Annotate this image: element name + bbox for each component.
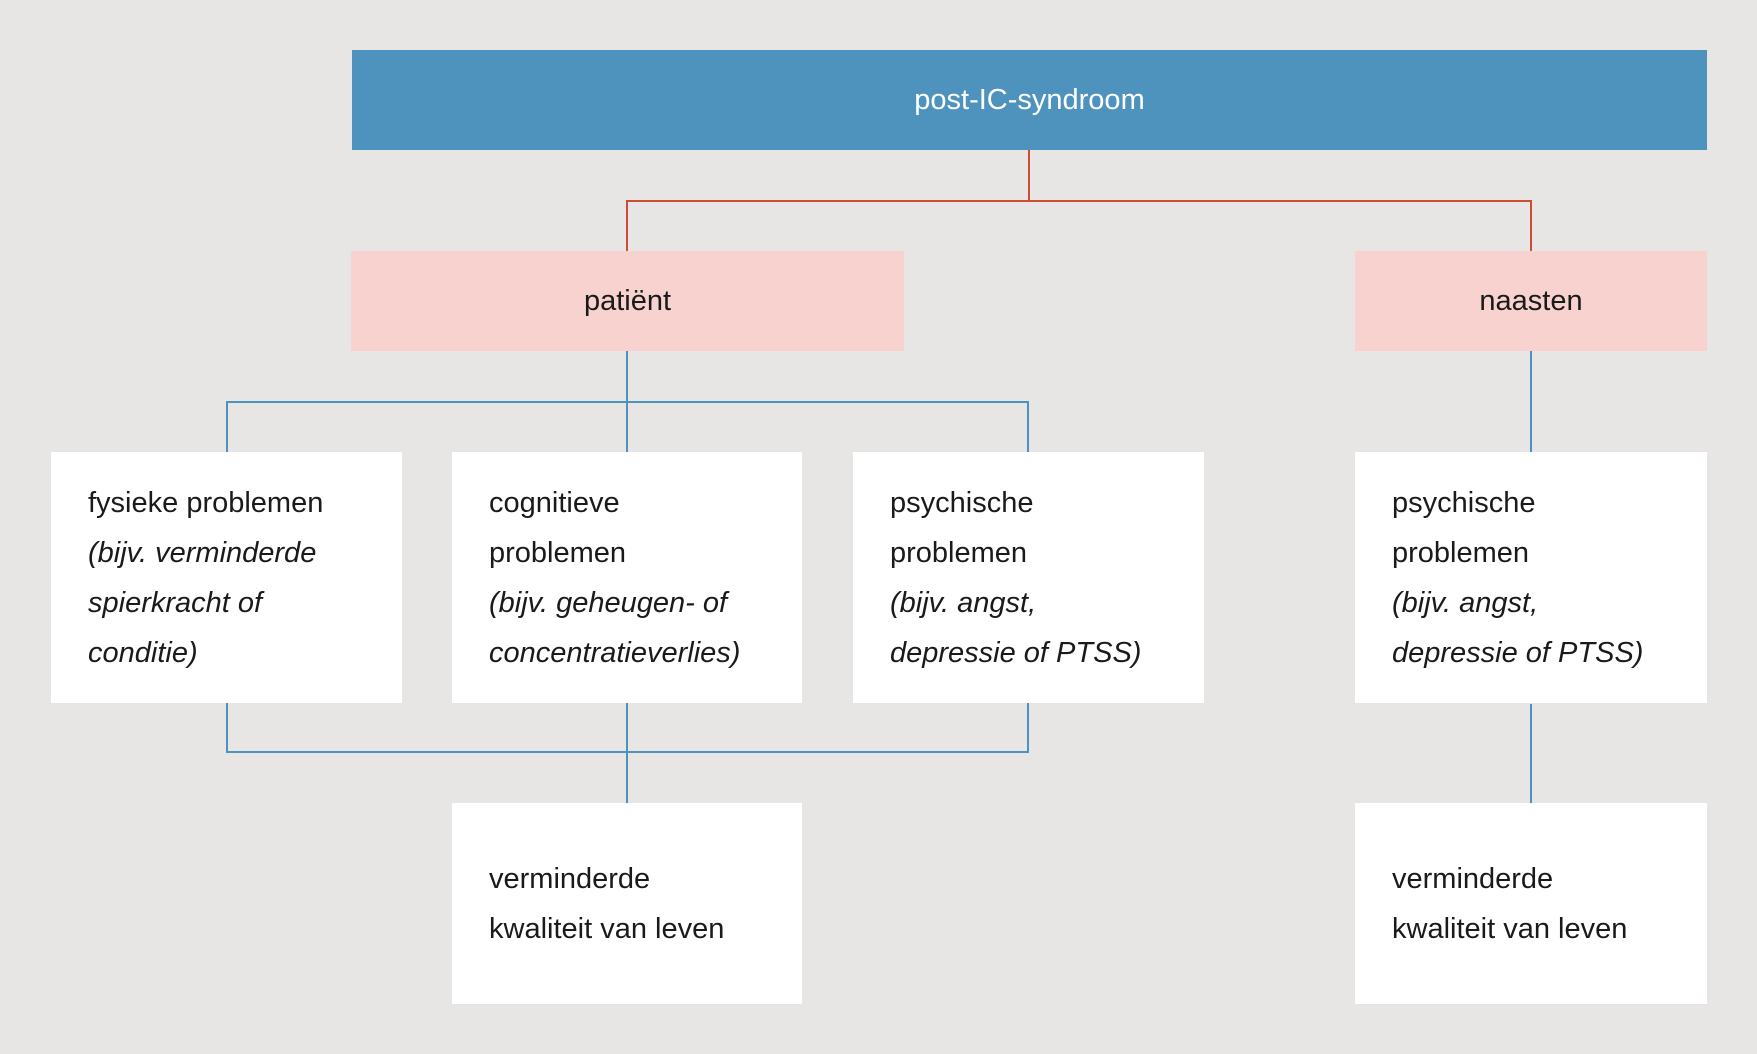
node-kwaliteit-van-leven-patient: verminderde kwaliteit van leven: [452, 803, 802, 1004]
node-patient: patiënt: [351, 251, 904, 351]
node-line: depressie of PTSS): [1392, 636, 1644, 669]
node-line: (bijv. geheugen- of: [489, 586, 728, 619]
node-patient-label: patiënt: [583, 285, 672, 317]
node-psychische-problemen-naasten: psychische problemen (bijv. angst, depre…: [1355, 452, 1707, 703]
node-line: spierkracht of: [88, 586, 263, 619]
node-line: concentratieverlies): [489, 636, 741, 669]
node-line: (bijv. angst,: [1392, 586, 1539, 619]
node-line: problemen: [890, 536, 1028, 569]
node-line: (bijv. verminderde: [88, 536, 317, 569]
node-line: cognitieve: [489, 486, 620, 519]
node-psychische-problemen-patient: psychische problemen (bijv. angst, depre…: [853, 452, 1204, 703]
node-line: (bijv. angst,: [890, 586, 1037, 619]
node-naasten-label: naasten: [1479, 285, 1583, 317]
connector-root-stem: [1028, 150, 1030, 202]
node-line: psychische: [890, 486, 1034, 519]
connector-kwaliteit-patient-drop: [626, 702, 628, 803]
node-line: depressie of PTSS): [890, 636, 1142, 669]
node-fysieke-problemen: fysieke problemen (bijv. verminderde spi…: [51, 452, 402, 703]
node-line: conditie): [88, 636, 198, 669]
node-line: psychische: [1392, 486, 1536, 519]
node-line: verminderde: [489, 862, 651, 895]
node-cognitieve-problemen: cognitieve problemen (bijv. geheugen- of…: [452, 452, 802, 703]
connector-patient-drop: [626, 200, 628, 251]
connector-root-horizontal: [626, 200, 1532, 202]
node-line: kwaliteit van leven: [489, 912, 725, 945]
node-line: verminderde: [1392, 862, 1554, 895]
connector-patient-horizontal: [226, 401, 1029, 403]
node-post-ic-syndroom-label: post-IC-syndroom: [914, 84, 1145, 116]
connector-psychisch-drop: [1027, 401, 1029, 452]
node-line: fysieke problemen: [88, 486, 324, 519]
node-line: problemen: [489, 536, 627, 569]
node-post-ic-syndroom: post-IC-syndroom: [352, 50, 1707, 150]
connector-fysiek-up: [226, 702, 228, 753]
node-line: kwaliteit van leven: [1392, 912, 1628, 945]
connector-naasten-stem: [1530, 351, 1532, 452]
node-naasten: naasten: [1355, 251, 1707, 351]
node-line: problemen: [1392, 536, 1530, 569]
connector-psychisch-up: [1027, 702, 1029, 753]
connector-naasten-drop: [1530, 200, 1532, 251]
node-kwaliteit-van-leven-naasten: verminderde kwaliteit van leven: [1355, 803, 1707, 1004]
connector-fysiek-drop: [226, 401, 228, 452]
connector-kwaliteit-naasten-drop: [1530, 704, 1532, 803]
